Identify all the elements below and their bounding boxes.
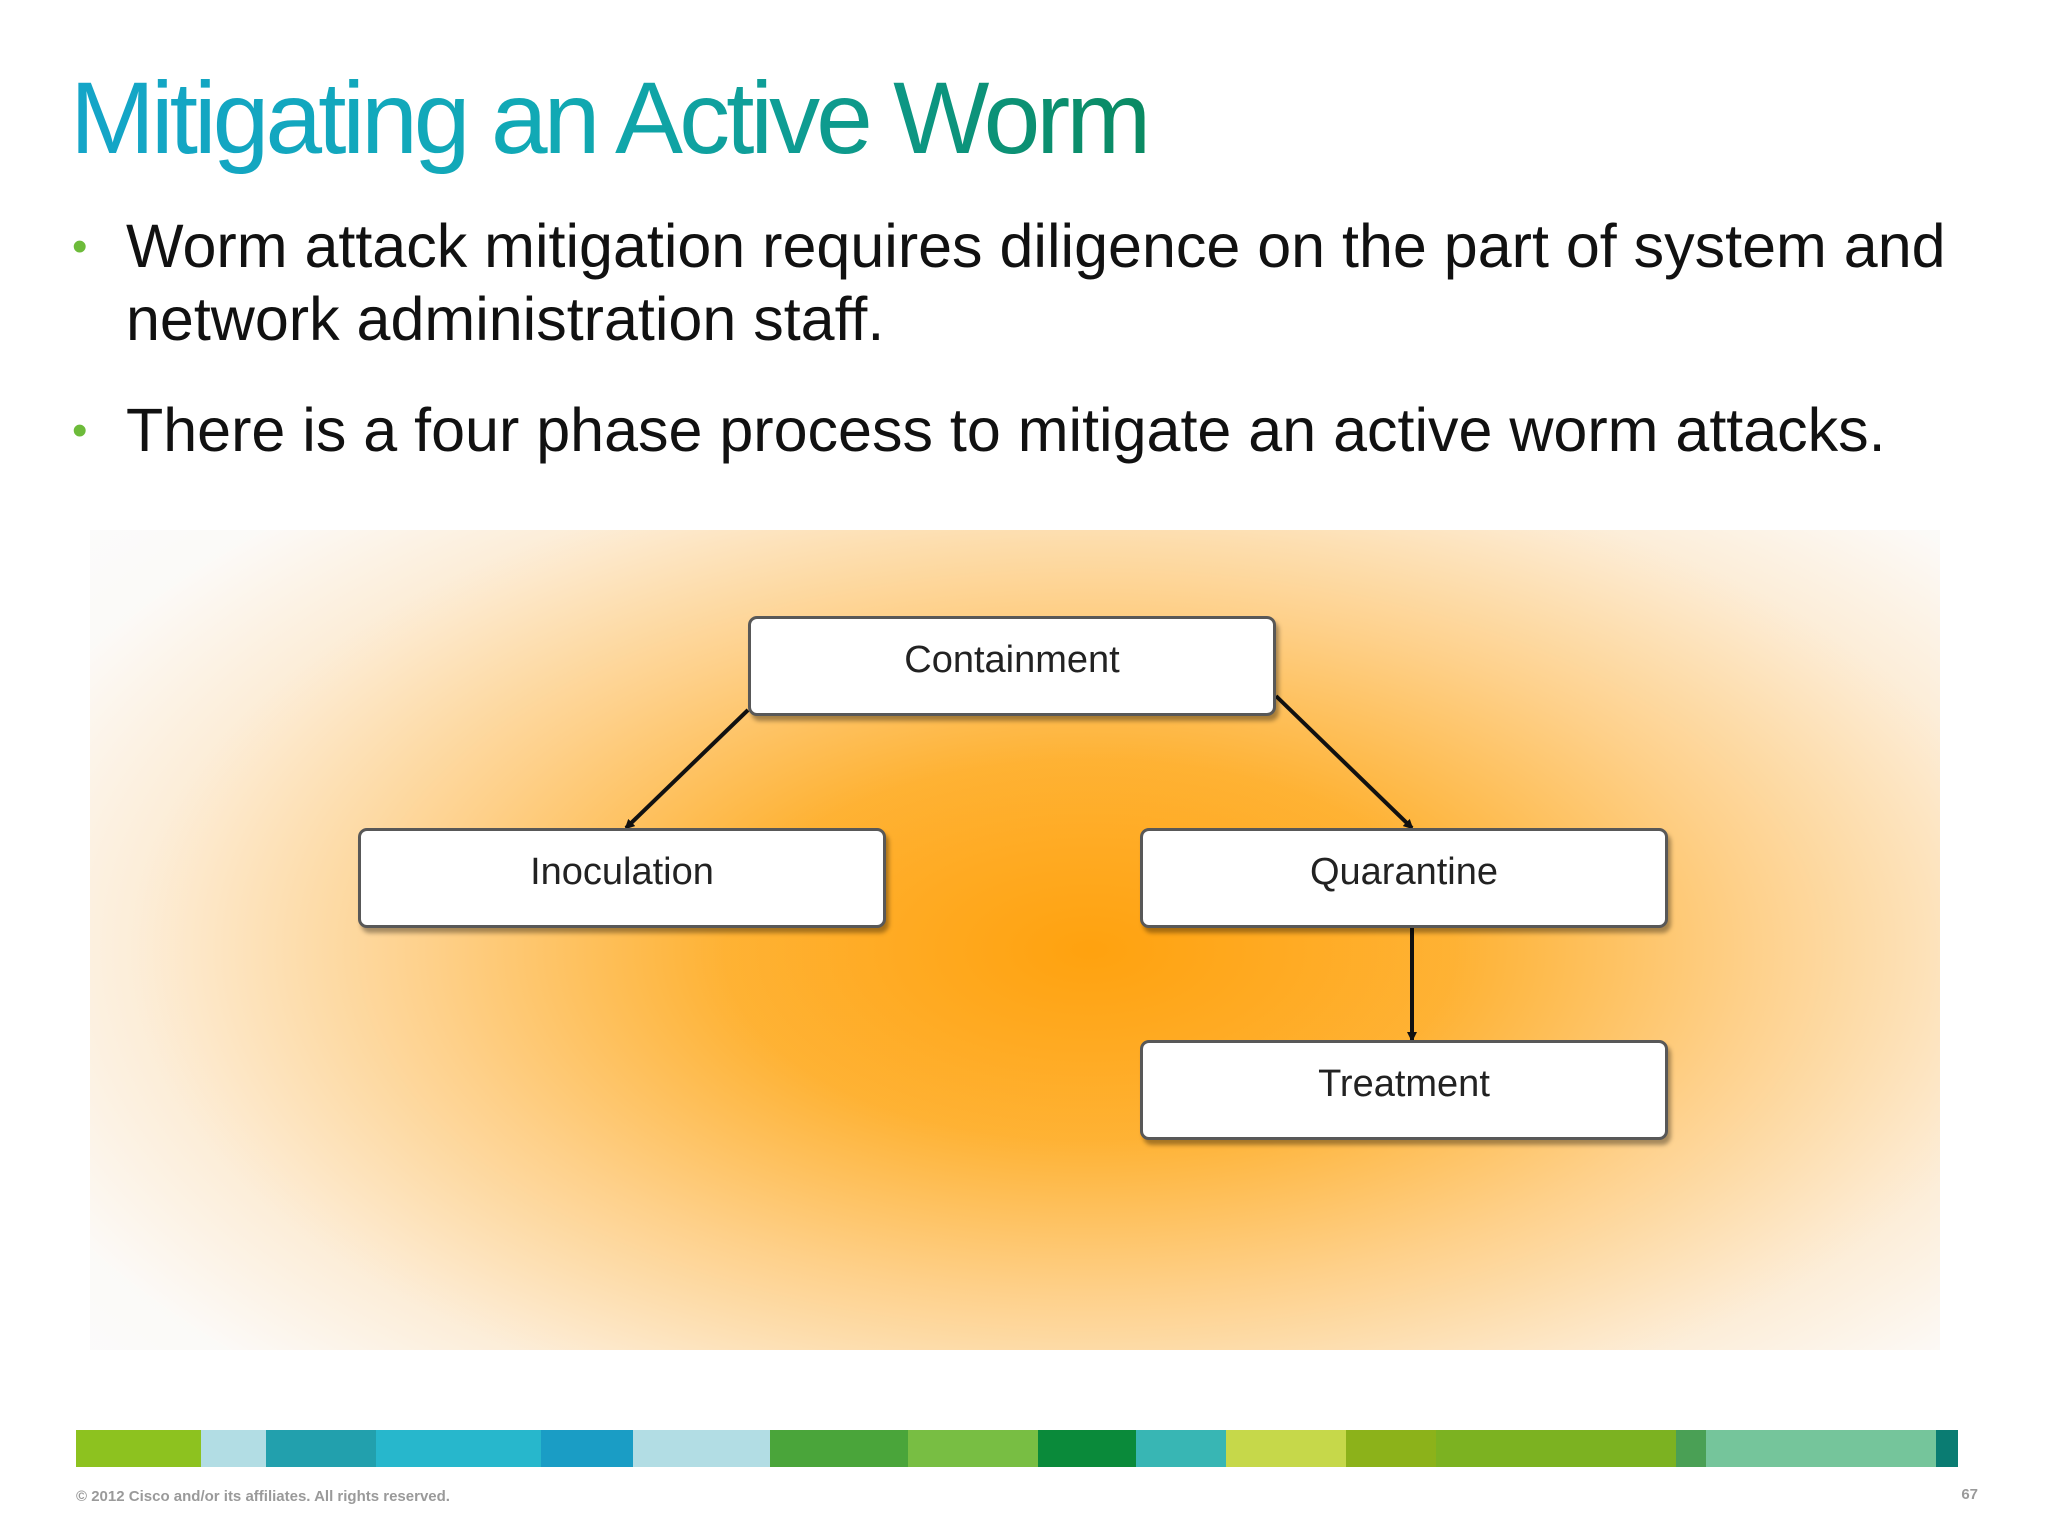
color-segment — [1038, 1430, 1136, 1467]
color-segment — [376, 1430, 541, 1467]
copyright-text: © 2012 Cisco and/or its affiliates. All … — [76, 1488, 450, 1505]
color-segment — [1226, 1430, 1346, 1467]
node-quarantine: Quarantine — [1140, 828, 1668, 928]
color-segment — [908, 1430, 1038, 1467]
page-number: 67 — [1961, 1486, 1978, 1503]
bullet-list: • Worm attack mitigation requires dilige… — [70, 210, 1970, 505]
color-segment — [633, 1430, 770, 1467]
bullet-marker: • — [72, 222, 88, 271]
color-segment — [76, 1430, 201, 1467]
diagram-connectors — [624, 694, 1417, 1042]
color-segment — [1436, 1430, 1676, 1467]
bullet-text: There is a four phase process to mitigat… — [126, 396, 1886, 464]
node-containment: Containment — [748, 616, 1276, 716]
color-segment — [770, 1430, 908, 1467]
bullet-marker: • — [72, 406, 88, 455]
bullet-item: • Worm attack mitigation requires dilige… — [70, 210, 1970, 356]
bullet-item: • There is a four phase process to mitig… — [70, 394, 1970, 467]
color-segment — [1936, 1430, 1958, 1467]
color-segment — [201, 1430, 266, 1467]
arrow-containment-to-inoculation — [624, 708, 750, 830]
color-segment — [266, 1430, 376, 1467]
color-segment — [1706, 1430, 1936, 1467]
node-treatment: Treatment — [1140, 1040, 1668, 1140]
footer-color-bar — [76, 1430, 1976, 1467]
color-segment — [1676, 1430, 1706, 1467]
process-diagram: Containment Inoculation Quarantine Treat… — [90, 530, 1940, 1350]
bullet-text: Worm attack mitigation requires diligenc… — [126, 212, 1946, 353]
color-segment — [1346, 1430, 1436, 1467]
slide-title: Mitigating an Active Worm — [70, 61, 1151, 175]
color-segment — [541, 1430, 633, 1467]
color-segment — [1136, 1430, 1226, 1467]
node-inoculation: Inoculation — [358, 828, 886, 928]
arrow-containment-to-quarantine — [1274, 694, 1414, 830]
